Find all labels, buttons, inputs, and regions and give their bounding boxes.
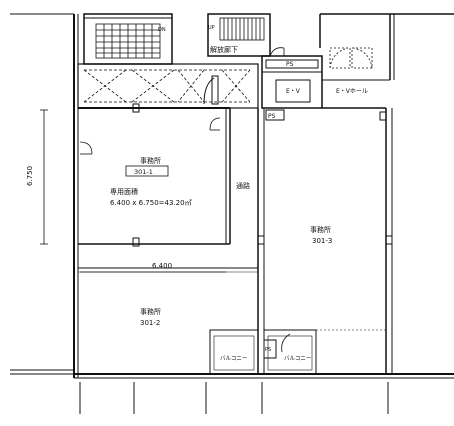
ps-bottom-label: PS <box>265 347 271 353</box>
height-dimension <box>40 109 48 245</box>
width-dimension-label: 6.400 <box>152 262 172 270</box>
balcony-right-label: バルコニー <box>284 355 311 362</box>
ps-mid-box <box>265 109 285 121</box>
stair-dn-label: DN <box>158 27 166 33</box>
column-marks <box>132 103 393 247</box>
ev-hall-label: E・Vホール <box>336 88 368 95</box>
interior-walls <box>78 107 386 375</box>
ev-block <box>261 47 323 109</box>
office-1-number-box <box>125 165 169 177</box>
balcony-left-label: バルコニー <box>220 355 247 362</box>
office-2-number: 301-2 <box>140 319 160 327</box>
area-formula: 6.400 x 6.750=43.20㎡ <box>110 199 192 207</box>
stair-right <box>219 17 265 41</box>
height-dimension-label: 6.750 <box>26 166 34 186</box>
office-1-label: 事務所 <box>140 156 161 165</box>
door-swings <box>79 117 291 353</box>
ps-top-label: PS <box>286 61 294 68</box>
corridor-label: 解放廊下 <box>210 45 238 54</box>
office-2-label: 事務所 <box>140 307 161 316</box>
area-label: 専用面積 <box>110 187 138 196</box>
passage-label: 通路 <box>236 181 250 190</box>
outer-walls <box>10 13 454 379</box>
stair-left <box>95 23 161 59</box>
grid-ticks <box>79 382 389 414</box>
ps-mid-label: PS <box>268 113 276 120</box>
open-corridor <box>77 63 259 109</box>
ev-label: E・V <box>286 88 301 95</box>
office-3-label: 事務所 <box>310 225 331 234</box>
stair-up-label: UP <box>208 25 215 31</box>
ev-hall-doors <box>329 47 373 69</box>
office-1-number: 301-1 <box>134 168 153 176</box>
office-3-number: 301-3 <box>312 237 332 245</box>
